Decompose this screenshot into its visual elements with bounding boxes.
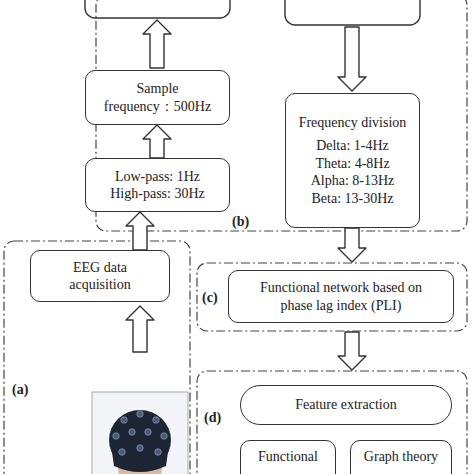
panel-label: (c)	[202, 290, 218, 306]
box-text: Theta: 4-8Hz	[315, 155, 389, 173]
process-box: Low-pass: 1Hz High-pass: 30Hz	[85, 158, 230, 212]
box-heading: Frequency division	[299, 114, 407, 132]
panel-label: (d)	[204, 410, 221, 426]
box-text: Functional network based on phase lag in…	[251, 279, 431, 314]
process-box: Graph theory	[350, 440, 452, 474]
block-arrow	[143, 125, 171, 158]
block-arrow	[338, 228, 366, 262]
process-box: Functional network based on phase lag in…	[228, 270, 454, 323]
dash-dot-border	[4, 241, 190, 474]
box-text: Feature extraction	[295, 396, 396, 414]
process-box: Feature extraction	[240, 385, 452, 425]
panel-group: (d) Feature extractionFunctional Graph the…	[196, 370, 468, 474]
eeg-cap-photo	[92, 392, 188, 474]
box-text: Beta: 13-30Hz	[311, 190, 393, 208]
process-box: Functional	[240, 440, 336, 474]
block-arrow	[338, 332, 366, 370]
block-arrow	[338, 27, 366, 91]
box-text: Delta: 1-4Hz	[316, 137, 389, 155]
process-box: Sample frequency：500Hz	[85, 70, 230, 125]
box-text: Graph theory	[364, 448, 438, 466]
cut-box	[85, 0, 230, 18]
dash-dot-border	[197, 263, 467, 331]
box-text: EEG data acquisition	[55, 259, 145, 294]
panel-label: (a)	[12, 382, 28, 398]
box-text: Low-pass: 1Hz High-pass: 30Hz	[104, 168, 212, 203]
box-text: Sample frequency：500Hz	[102, 80, 213, 115]
box-text: Alpha: 8-13Hz	[311, 172, 395, 190]
process-box: Frequency divisionDelta: 1-4HzTheta: 4-8…	[285, 93, 420, 228]
panel-group: (a) EEG data acquisition	[3, 240, 191, 474]
block-arrow	[143, 20, 171, 68]
panel-group: (b)Sample frequency：500HzFrequency divis…	[95, 0, 468, 232]
process-box: EEG data acquisition	[30, 250, 170, 302]
panel-label: (b)	[232, 214, 249, 230]
block-arrow	[126, 306, 154, 352]
box-text: Functional	[258, 448, 318, 466]
cut-box	[285, 0, 420, 25]
panel-group: (c) Functional network based on phase lag…	[196, 262, 468, 332]
block-arrow	[126, 212, 154, 250]
